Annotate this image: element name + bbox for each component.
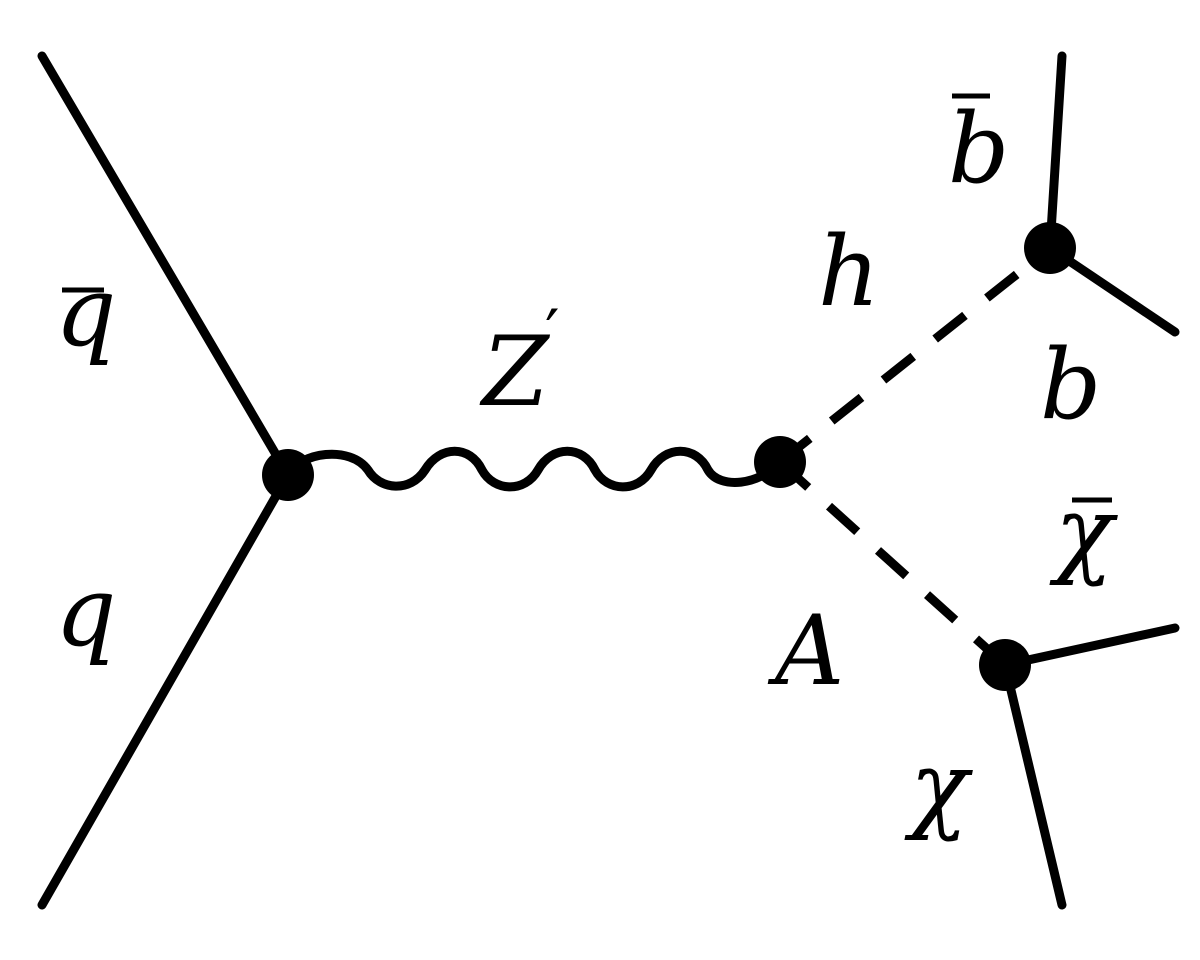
antiquark-line (37, 51, 293, 480)
chibar-line (1000, 623, 1180, 670)
quark-label: q (55, 556, 116, 668)
b-label: b (1040, 329, 1101, 441)
chi-label: χ (904, 731, 973, 843)
quark-line (37, 470, 293, 910)
chibar-label: χ (1049, 476, 1118, 588)
bbar-line (1045, 51, 1067, 253)
label-zprime: Z ′ (479, 297, 560, 428)
antiquark-label: q (55, 256, 116, 368)
label-antiquark: q (55, 256, 116, 368)
vertex-qq-zprime (262, 449, 314, 501)
vertex-zprime-ha (754, 436, 806, 488)
label-bbar: b (948, 93, 1009, 205)
vertex-h-bb (1024, 222, 1076, 274)
pseudoscalar-propagator (776, 458, 1009, 669)
pseudoscalar-label: A (767, 595, 844, 707)
zprime-prime-mark: ′ (545, 297, 560, 371)
zprime-propagator (283, 446, 785, 492)
chi-line (1000, 660, 1067, 910)
higgs-label: h (818, 216, 880, 328)
higgs-propagator (777, 244, 1053, 466)
zprime-label: Z (479, 316, 551, 428)
vertex-a-chichi (979, 639, 1031, 691)
label-chibar: χ (1049, 476, 1118, 588)
bbar-label: b (948, 93, 1009, 205)
